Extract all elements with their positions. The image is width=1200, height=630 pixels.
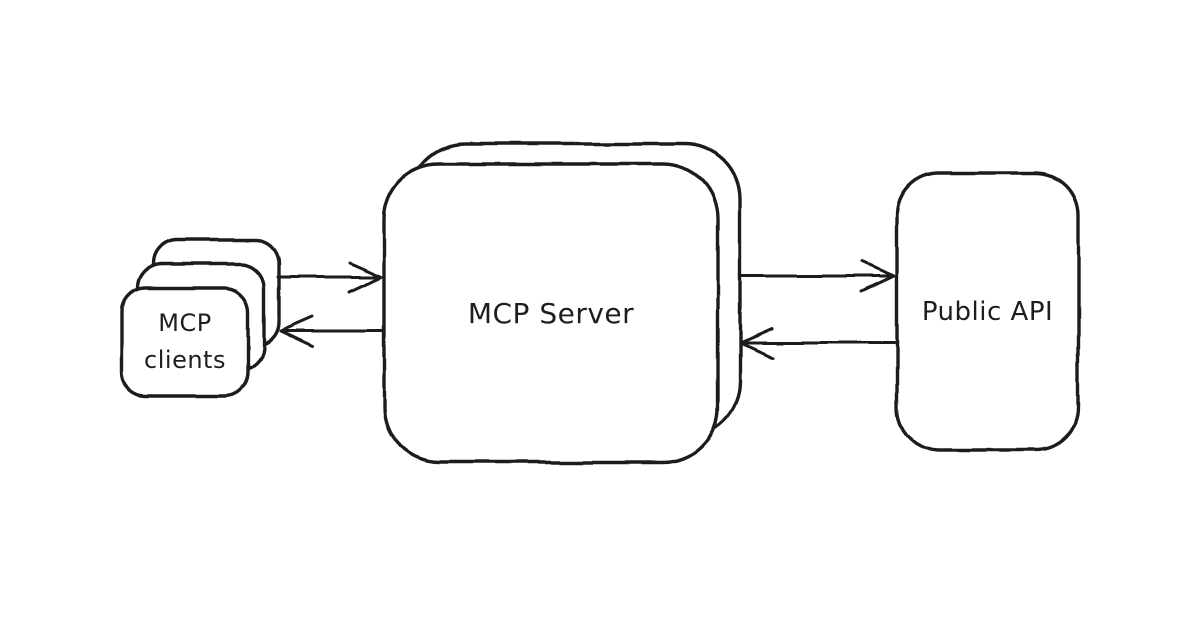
server-box-front (382, 162, 720, 464)
node-mcp-clients (120, 238, 281, 398)
node-mcp-server (382, 142, 742, 464)
arrowhead-right-icon (347, 261, 383, 294)
node-public-api (895, 171, 1080, 452)
arrow-api-to-server (738, 327, 898, 360)
arrowhead-right-icon (860, 260, 896, 293)
arrow-server-to-api (739, 260, 896, 293)
arrow-server-to-clients (279, 315, 386, 348)
public-api-box (895, 171, 1080, 452)
arrowhead-left-icon (738, 327, 774, 360)
arrowhead-left-icon (279, 315, 315, 348)
client-card-front (120, 286, 250, 398)
arrow-clients-to-server (276, 261, 383, 294)
